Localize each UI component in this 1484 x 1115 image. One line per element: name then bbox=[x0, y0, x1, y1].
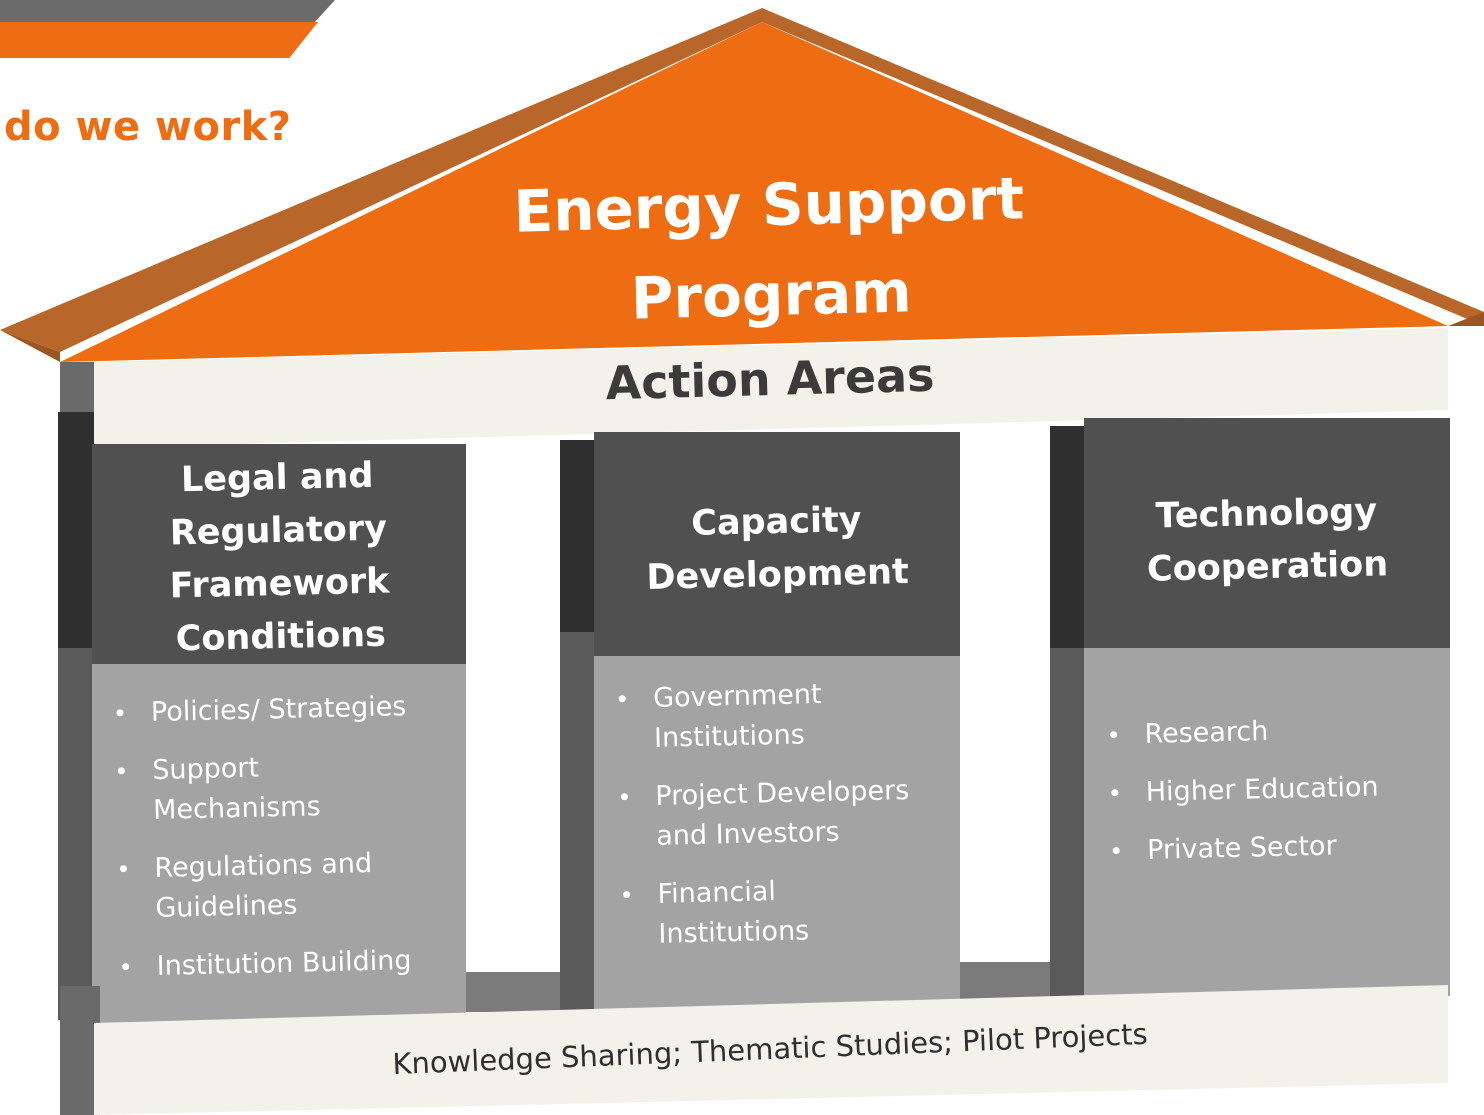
pillar-2-header bbox=[594, 432, 960, 666]
list-item: Policies/ Strategies bbox=[111, 686, 452, 734]
header-bar-orange bbox=[0, 22, 318, 58]
roof-title-line1: Energy Support bbox=[512, 164, 1025, 246]
pillar-1-header bbox=[92, 444, 466, 674]
pillar-3-side-lower bbox=[1050, 648, 1086, 1000]
roof bbox=[0, 8, 1484, 362]
pillar-3-side bbox=[1050, 426, 1086, 652]
list-item: Private Sector bbox=[1107, 824, 1438, 871]
action-areas-label: Action Areas bbox=[604, 347, 936, 411]
list-item: Institution Building bbox=[116, 940, 457, 988]
pillar-3-body bbox=[1084, 648, 1450, 996]
pillar-2-side bbox=[560, 440, 596, 640]
pillar-1-side bbox=[58, 412, 94, 648]
pillar-1-title: Legal and Regulatory Framework Condition… bbox=[169, 455, 390, 660]
page-heading: do we work? bbox=[4, 104, 292, 150]
pillar-connector bbox=[960, 962, 1055, 1002]
pillar-3-title: Technology Cooperation bbox=[1146, 491, 1389, 590]
list-item: Higher Education bbox=[1105, 766, 1436, 813]
pillar-1-side-lower bbox=[58, 648, 94, 1020]
header-bar-grey bbox=[0, 0, 335, 22]
roof-title-line2: Program bbox=[630, 257, 913, 333]
pillar-3-list: Research Higher Education Private Sector bbox=[1104, 708, 1438, 889]
pillar-3-header bbox=[1084, 418, 1450, 660]
pillar-2-title: Capacity Development bbox=[646, 500, 910, 598]
pillar-connector bbox=[466, 972, 566, 1012]
pillar-2-side-lower bbox=[560, 632, 596, 1010]
roof-title: Energy Support Program bbox=[498, 153, 1043, 347]
foundation-side bbox=[60, 986, 100, 1115]
list-item: Research bbox=[1104, 708, 1435, 755]
